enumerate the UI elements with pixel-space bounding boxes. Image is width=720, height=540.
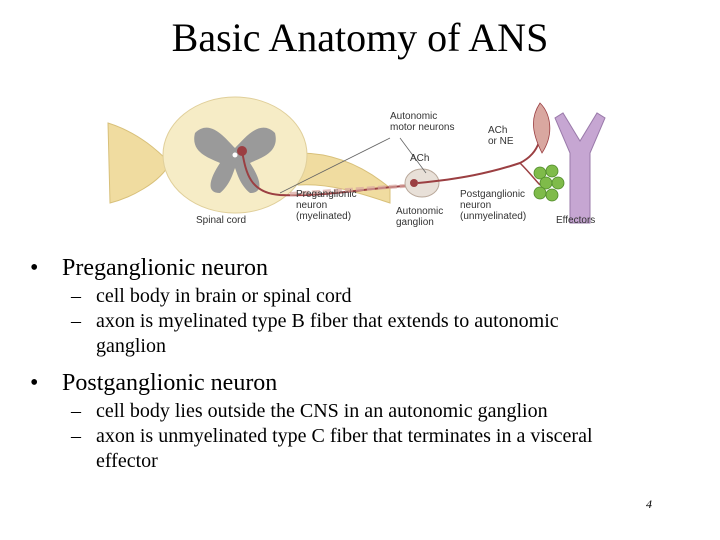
pointer-line-left (279, 137, 391, 194)
effector-cells (533, 164, 565, 202)
bullet-preganglionic: Preganglionic neuron (30, 252, 710, 284)
left-nerve-root (107, 122, 171, 204)
bullet-list: Preganglionic neuron cell body in brain … (30, 252, 710, 474)
label-ach-or-ne: ACh or NE (488, 125, 514, 147)
slide-number: 4 (646, 497, 652, 511)
ans-diagram (107, 96, 606, 224)
smooth-muscle-cell (533, 102, 551, 154)
postganglionic-branch (519, 162, 541, 186)
label-autonomic-ganglion: Autonomic ganglion (396, 206, 444, 228)
gray-matter (194, 127, 276, 193)
label-preganglionic-neuron: Preganglionic neuron (myelinated) (296, 189, 357, 222)
bullet-postganglionic: Postganglionic neuron (30, 367, 710, 399)
sub-bullet: cell body in brain or spinal cord (30, 284, 656, 309)
central-canal (232, 152, 238, 158)
postganglionic-cell-body (410, 179, 418, 187)
label-ach: ACh (410, 153, 430, 164)
label-spinal-cord: Spinal cord (196, 215, 247, 226)
label-autonomic-motor-neurons: Autonomic motor neurons (390, 111, 455, 133)
slide-title: Basic Anatomy of ANS (171, 15, 549, 60)
effector-gland-duct (554, 112, 606, 224)
sub-bullet: axon is myelinated type B fiber that ext… (30, 309, 656, 359)
ans-anatomy-figure: Spinal cord Autonomic motor neurons ACh … (100, 93, 620, 243)
myelin-sheath (289, 183, 419, 196)
sub-bullet: cell body lies outside the CNS in an aut… (30, 399, 656, 424)
sub-bullet: axon is unmyelinated type C fiber that t… (30, 424, 656, 474)
pointer-line-right (399, 137, 427, 174)
label-postganglionic-neuron: Postganglionic neuron (unmyelinated) (460, 189, 527, 222)
label-effectors: Effectors (556, 215, 596, 226)
